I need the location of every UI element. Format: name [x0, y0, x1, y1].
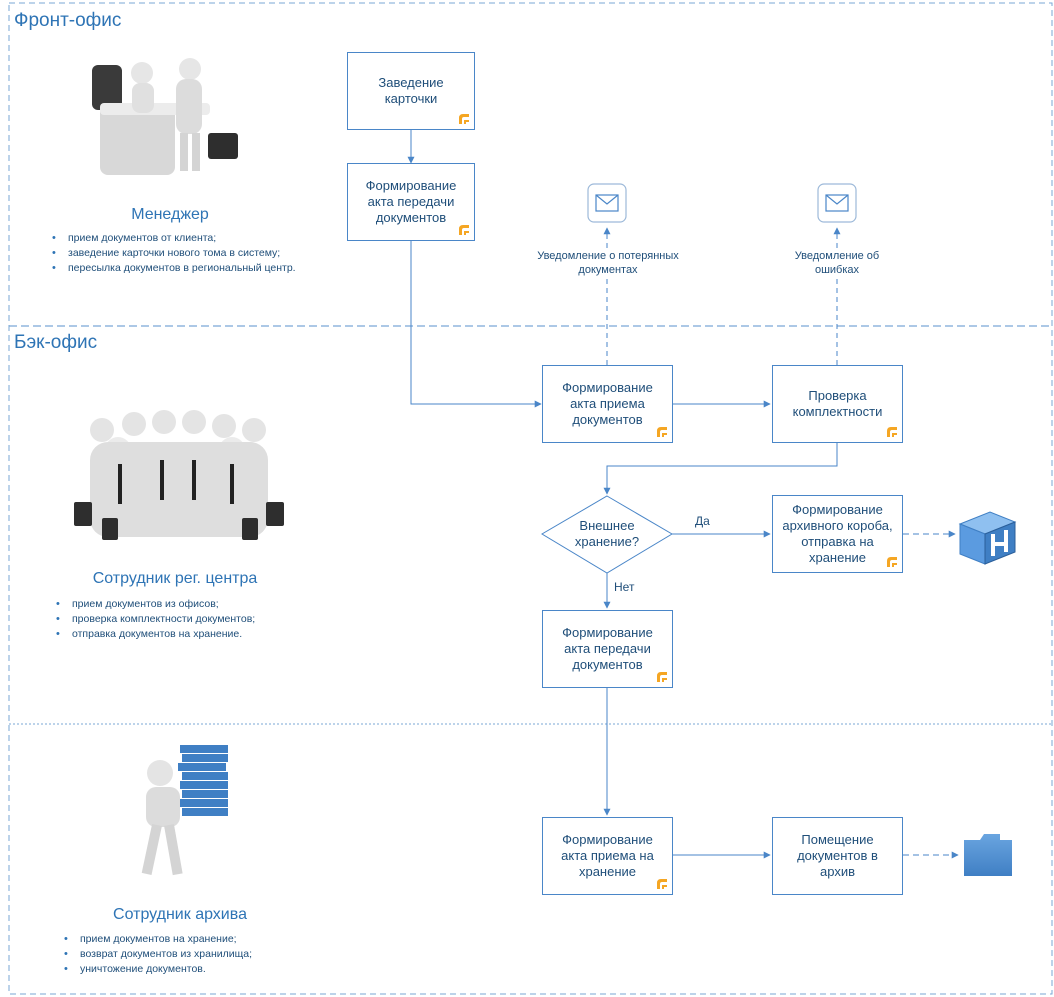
archive-duties-list: прием документов на хранение; возврат до…: [58, 932, 318, 977]
process-box-card[interactable]: Заведение карточки: [347, 52, 475, 130]
process-box-transfer-act[interactable]: Формирование акта передачи документов: [347, 163, 475, 241]
list-item: возврат документов из хранилища;: [58, 947, 318, 962]
box-label: Формирование акта приема на хранение: [561, 832, 654, 879]
task-marker-icon: [657, 427, 667, 437]
manager-duties-list: прием документов от клиента; заведение к…: [46, 231, 296, 276]
task-marker-icon: [887, 557, 897, 567]
list-item: прием документов от клиента;: [46, 231, 296, 246]
role-title-regional: Сотрудник рег. центра: [92, 570, 258, 587]
team-illustration: [74, 410, 284, 540]
list-item: проверка комплектности документов;: [50, 612, 330, 627]
task-marker-icon: [459, 114, 469, 124]
process-box-accept-act[interactable]: Формирование акта приема документов: [542, 365, 673, 443]
list-item: уничтожение документов.: [58, 962, 318, 977]
process-box-completeness[interactable]: Проверка комплектности: [772, 365, 903, 443]
folder-icon: [964, 834, 1012, 876]
edge-label-no: Нет: [614, 580, 635, 594]
warehouse-box-icon: [958, 511, 1017, 565]
mail-icon: [817, 183, 857, 223]
box-label: Формирование акта передачи документов: [365, 178, 457, 225]
box-label: Формирование акта приема документов: [562, 380, 653, 427]
list-item: прием документов на хранение;: [58, 932, 318, 947]
process-box-transfer-act-2[interactable]: Формирование акта передачи документов: [542, 610, 673, 688]
edge-completeness-to-decision: [603, 443, 838, 495]
edge-label-yes: Да: [695, 514, 710, 528]
process-box-archive-box[interactable]: Формирование архивного короба, отправка …: [772, 495, 903, 573]
process-box-place-archive[interactable]: Помещение документов в архив: [772, 817, 903, 895]
task-marker-icon: [887, 427, 897, 437]
note-errors: Уведомление об ошибках: [786, 249, 888, 277]
box-label: Помещение документов в архив: [797, 832, 878, 879]
list-item: прием документов из офисов;: [50, 597, 330, 612]
task-marker-icon: [657, 879, 667, 889]
list-item: пересылка документов в региональный цент…: [46, 261, 296, 276]
box-label: Заведение карточки: [378, 75, 444, 106]
edge-transfer-to-accept: [410, 241, 542, 408]
decision-label: Внешнее хранение?: [574, 518, 640, 549]
note-lost-documents: Уведомление о потерянных документах: [530, 249, 686, 277]
role-title-manager: Менеджер: [131, 206, 209, 223]
archive-worker-illustration: [141, 745, 228, 876]
regional-duties-list: прием документов из офисов; проверка ком…: [50, 597, 330, 642]
diagram-frame: [8, 2, 1053, 995]
process-box-storage-accept[interactable]: Формирование акта приема на хранение: [542, 817, 673, 895]
box-label: Формирование архивного короба, отправка …: [782, 502, 893, 565]
list-item: отправка документов на хранение.: [50, 627, 330, 642]
mail-icon: [587, 183, 627, 223]
list-item: заведение карточки нового тома в систему…: [46, 246, 296, 261]
role-title-archive: Сотрудник архива: [113, 906, 247, 923]
task-marker-icon: [657, 672, 667, 682]
box-label: Формирование акта передачи документов: [562, 625, 653, 672]
decision-diamond: [541, 495, 673, 574]
task-marker-icon: [459, 225, 469, 235]
box-label: Проверка комплектности: [792, 388, 883, 419]
lane-title-front-office: Фронт-офис: [14, 10, 122, 31]
manager-illustration: [72, 55, 267, 193]
lane-title-back-office: Бэк-офис: [14, 332, 98, 353]
